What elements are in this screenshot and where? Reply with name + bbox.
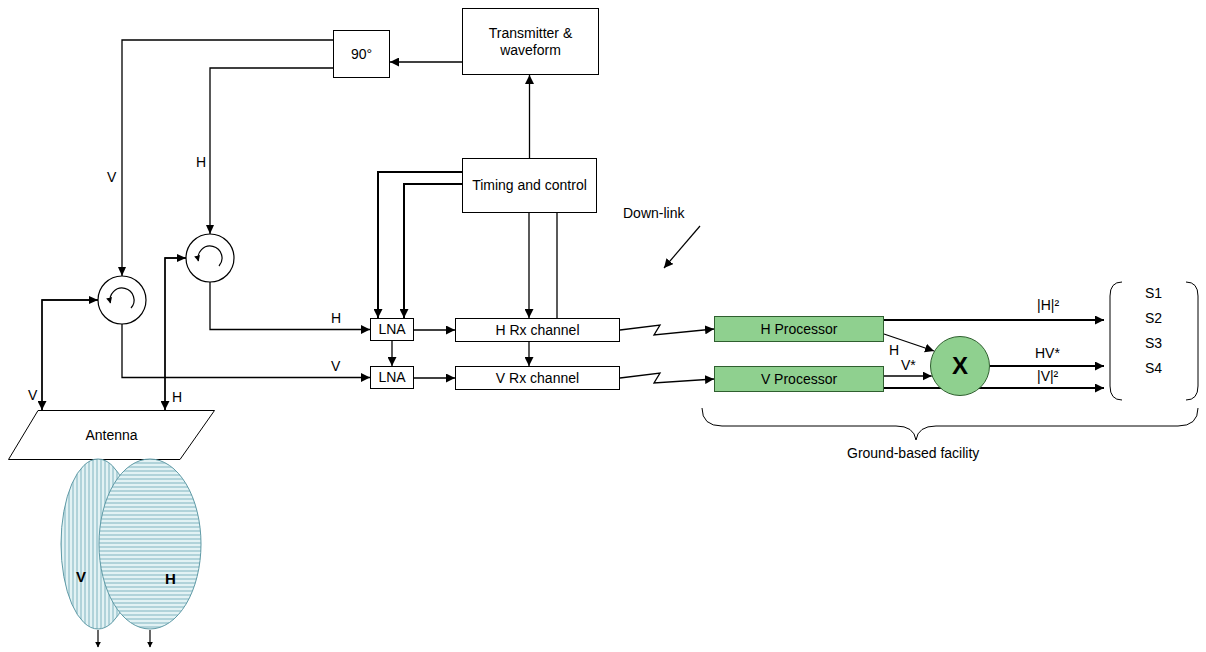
signal-connector [391, 341, 392, 366]
signal-connector [378, 172, 462, 318]
processor-box: H Processor [714, 316, 884, 342]
bracket [1110, 282, 1122, 400]
beam-arrow [97, 630, 98, 647]
circulator-symbol [186, 234, 234, 282]
node-text: X [952, 352, 968, 380]
node-text: Transmitter & waveform [467, 25, 594, 57]
signal-connector [42, 40, 333, 410]
lna-box: LNA [370, 318, 414, 341]
stokes-parameter: S3 [1144, 336, 1163, 351]
signal-name: HV* [1034, 346, 1061, 361]
signal-connector [529, 75, 530, 158]
circulator-symbol [98, 276, 146, 324]
curly-brace [702, 408, 1198, 440]
processor-box: V Processor [714, 366, 884, 392]
pointer-arrow [664, 226, 700, 268]
beam-lobe [99, 459, 201, 629]
transmitter-box: Transmitter & waveform [462, 8, 599, 75]
node-text: Timing and control [472, 177, 587, 193]
node-text: H Rx channel [495, 322, 579, 338]
signal-connector [390, 61, 462, 62]
annotation: Down-link [622, 206, 685, 221]
signal-name: H [888, 343, 900, 358]
signal-name: |H|² [1036, 298, 1060, 313]
signal-connector [414, 377, 455, 378]
node-text: V [76, 568, 86, 585]
signal-connector [42, 300, 370, 410]
beam-lobe: H [98, 458, 202, 630]
output-line [884, 319, 1104, 321]
antenna-outline [9, 411, 215, 460]
stokes-parameter: S1 [1144, 286, 1163, 301]
node-text: Antenna [85, 427, 137, 443]
signal-name: V [330, 359, 341, 374]
signal-connector [884, 375, 932, 376]
signal-connector [165, 258, 370, 410]
lna-box: LNA [370, 366, 414, 389]
signal-connector [528, 342, 529, 366]
circulator-arrow [198, 246, 222, 266]
node-text: V Rx channel [496, 370, 579, 386]
multiplier-circle: X [930, 336, 990, 396]
node-text: LNA [378, 321, 405, 337]
stokes-parameter: S2 [1144, 311, 1163, 326]
stokes-parameter: S4 [1144, 361, 1163, 376]
receiver-box: H Rx channel [455, 318, 620, 342]
output-line [884, 387, 1104, 389]
output-line [990, 365, 1104, 367]
signal-name: V [106, 170, 117, 185]
signal-name: H [330, 311, 342, 326]
signal-connector [404, 184, 462, 318]
signal-name: V* [900, 358, 917, 373]
phase-shifter-box: 90° [333, 30, 390, 78]
signal-name: H [171, 390, 183, 405]
node-text: H [165, 570, 176, 587]
signal-connector [620, 373, 714, 383]
signal-connector [620, 325, 714, 335]
node-text: V Processor [761, 371, 837, 387]
receiver-box: V Rx channel [455, 366, 620, 390]
signal-name: H [195, 155, 207, 170]
timing-box: Timing and control [462, 158, 597, 213]
beam-arrow [149, 630, 150, 647]
signal-name: |V|² [1036, 369, 1059, 384]
beam-lobe [98, 458, 202, 630]
node-text: LNA [378, 369, 405, 385]
signal-connector [528, 213, 529, 318]
annotation: Ground-based facility [846, 446, 980, 461]
circulator-arrow [110, 288, 134, 308]
antenna-shape: Antenna [8, 410, 215, 460]
signal-connector [165, 68, 333, 410]
bracket [1186, 282, 1198, 400]
node-text: H Processor [760, 321, 837, 337]
signal-name: V [27, 388, 38, 403]
signal-connector [414, 329, 455, 330]
signal-connector [556, 213, 557, 318]
node-text: 90° [351, 46, 372, 62]
